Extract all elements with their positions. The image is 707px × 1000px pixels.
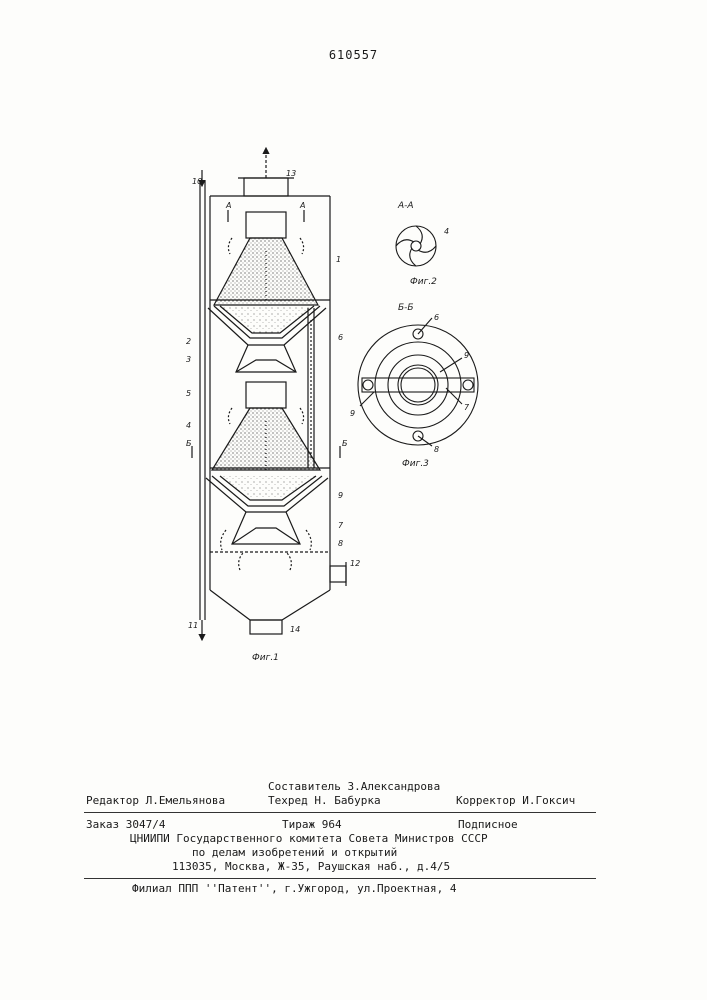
fig1-label-9: 9 — [338, 491, 343, 500]
fig3-label-7: 7 — [464, 403, 470, 412]
figure-2 — [396, 226, 436, 266]
fig1-label-4: 4 — [186, 421, 191, 430]
fig1-label-2: 2 — [186, 337, 191, 346]
fig3-label-6: 6 — [434, 313, 439, 322]
fig2-label-4: 4 — [444, 227, 449, 236]
fig1-label-13: 13 — [286, 169, 296, 178]
imprint-org-line2: по делам изобретений и открытий — [192, 846, 397, 859]
figure-1 — [192, 148, 346, 640]
fig2-caption: Фиг.2 — [410, 277, 437, 287]
imprint-techred: Техред Н. Бабурка — [268, 794, 381, 807]
fig1-label-3: 3 — [186, 355, 191, 364]
figure-3 — [358, 318, 478, 446]
fig3-label-8: 8 — [434, 445, 439, 454]
fig1-label-10: 10 — [192, 177, 202, 186]
lower-swirler — [246, 382, 286, 408]
imprint-rule-bottom — [84, 878, 596, 879]
fig3-label-9-right: 9 — [464, 351, 469, 360]
fig3-section-title: Б-Б — [398, 303, 414, 313]
fig1-label-5: 5 — [186, 389, 191, 398]
fig1-label-1: 1 — [336, 255, 341, 264]
fig3-caption: Фиг.3 — [402, 459, 429, 469]
imprint-rule-top — [84, 812, 596, 813]
fig1-label-11: 11 — [188, 621, 198, 630]
bottom-outlet-pipe — [250, 620, 282, 634]
fig1-label-8: 8 — [338, 539, 343, 548]
fig1-section-b-left: Б — [186, 439, 192, 448]
fig1-section-b-right: Б — [342, 439, 348, 448]
patent-drawings: 1 2 3 4 5 6 7 8 9 10 11 12 13 14 А А Б Б… — [0, 0, 707, 700]
fig1-caption: Фиг.1 — [252, 653, 279, 663]
upper-swirler — [246, 212, 286, 238]
imprint-org-line1: ЦНИИПИ Государственного комитета Совета … — [130, 832, 488, 845]
imprint-editor: Редактор Л.Емельянова — [86, 794, 225, 807]
fig1-label-7: 7 — [338, 521, 344, 530]
top-outlet-pipe — [244, 178, 288, 196]
imprint-order: Заказ 3047/4 — [86, 818, 165, 831]
imprint-circulation: Тираж 964 — [282, 818, 342, 831]
imprint-branch: Филиал ППП ''Патент'', г.Ужгород, ул.Про… — [132, 882, 457, 895]
fig3-label-9-left: 9 — [350, 409, 355, 418]
imprint-subscription: Подписное — [458, 818, 518, 831]
fig1-label-6: 6 — [338, 333, 343, 342]
fig2-section-title: А-А — [397, 201, 414, 211]
fig1-section-a-right: А — [299, 201, 305, 210]
fig1-section-a-left: А — [225, 201, 231, 210]
fig1-label-14: 14 — [290, 625, 300, 634]
imprint-address: 113035, Москва, Ж-35, Раушская наб., д.4… — [172, 860, 450, 873]
lower-cone-bed — [212, 408, 320, 470]
imprint-compiler: Составитель З.Александрова — [268, 780, 440, 793]
imprint-corrector: Корректор И.Гоксич — [456, 794, 575, 807]
fig1-label-12: 12 — [350, 559, 360, 568]
